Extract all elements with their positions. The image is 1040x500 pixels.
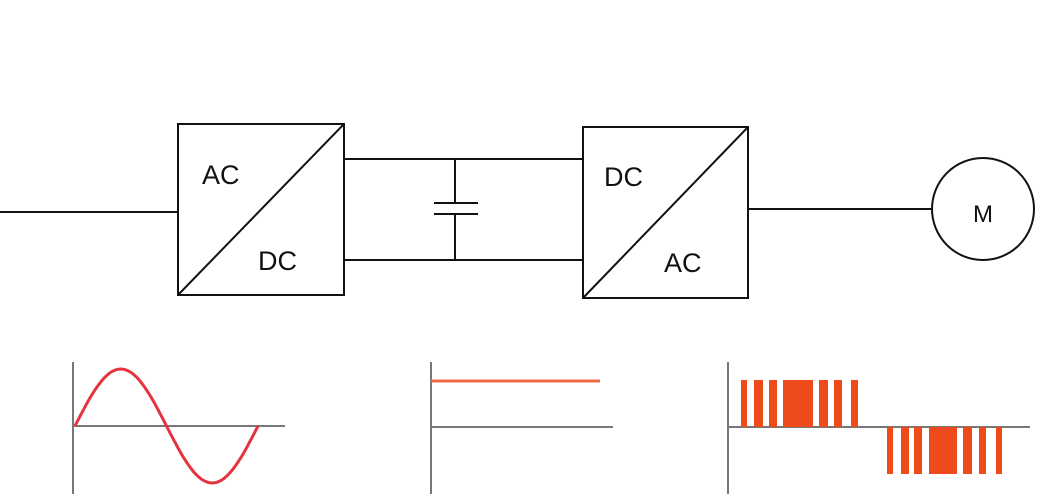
rectifier-output-label: DC <box>258 246 297 276</box>
pwm-pulse <box>887 427 893 474</box>
waveform-pwm-output <box>727 362 1030 494</box>
pwm-pulse <box>914 427 922 474</box>
inverter-input-label: DC <box>604 162 643 192</box>
pwm-pulse <box>996 427 1002 474</box>
pwm-pulse <box>834 380 842 427</box>
pwm-pulse <box>819 380 828 427</box>
pwm-pulse <box>754 380 763 427</box>
pwm-pulses <box>741 380 1002 474</box>
pwm-pulse <box>783 380 813 427</box>
waveform-ac-input <box>72 362 285 494</box>
motor-label: M <box>973 201 993 228</box>
pwm-pulse <box>929 427 957 474</box>
waveform-dc-link <box>430 362 613 494</box>
motor-circle <box>931 157 1035 261</box>
pwm-pulse <box>769 380 777 427</box>
rectifier-block: AC DC <box>177 123 345 296</box>
pwm-pulse <box>963 427 972 474</box>
dc-link-capacitor <box>434 159 478 260</box>
rectifier-diagonal <box>177 123 345 296</box>
pwm-pulse <box>851 380 858 427</box>
pwm-pulse <box>741 380 747 427</box>
motor: M <box>931 157 1035 261</box>
pwm-pulse <box>979 427 986 474</box>
inverter-block: DC AC <box>582 126 749 299</box>
sine-wave <box>73 367 260 485</box>
inverter-diagonal <box>582 126 749 299</box>
pwm-pulse <box>901 427 909 474</box>
rectifier-input-label: AC <box>202 160 240 190</box>
inverter-output-label: AC <box>664 248 702 278</box>
